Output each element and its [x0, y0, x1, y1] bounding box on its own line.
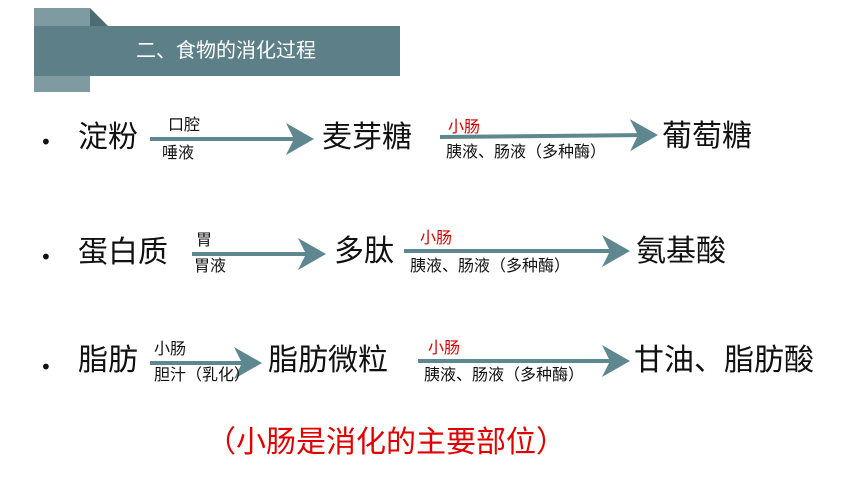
title-bar	[34, 26, 400, 76]
title-tab-fold	[90, 8, 108, 26]
row3-step2-juice: 胰液、肠液（多种酶）	[424, 365, 585, 384]
row2-middle: 多肽	[334, 234, 394, 269]
bullet-icon: •	[40, 245, 52, 269]
row1-step2-juice: 胰液、肠液（多种酶）	[446, 142, 607, 161]
row3-start: 脂肪	[78, 343, 138, 378]
row2-start: 蛋白质	[78, 235, 168, 270]
row1-step2-organ: 小肠	[448, 117, 481, 136]
row2-step1-organ: 胃	[196, 230, 213, 249]
row2-step1-juice: 胃液	[194, 256, 227, 275]
row3-end: 甘油、脂肪酸	[634, 343, 814, 378]
row1-step1-organ: 口腔	[168, 115, 201, 134]
row2-step2-juice: 胰液、肠液（多种酶）	[410, 256, 571, 275]
row3-step1-organ: 小肠	[154, 339, 187, 358]
row1-step1-juice: 唾液	[162, 143, 195, 162]
row3-middle: 脂肪微粒	[268, 343, 388, 378]
row3-step2-organ: 小肠	[428, 338, 461, 357]
row1-start: 淀粉	[78, 120, 138, 155]
row1-middle: 麦芽糖	[322, 120, 412, 155]
row3-step1-juice: 胆汁（乳化）	[154, 365, 251, 384]
row2-end: 氨基酸	[636, 234, 726, 269]
bullet-icon: •	[40, 130, 52, 154]
row2-step2-organ: 小肠	[420, 228, 453, 247]
bullet-icon: •	[40, 355, 52, 379]
arrow-maltose-to-glucose	[439, 119, 658, 152]
row1-end: 葡萄糖	[662, 119, 752, 154]
page-title: 二、食物的消化过程	[136, 38, 316, 62]
main-digestion-site-note: （小肠是消化的主要部位）	[206, 425, 566, 460]
